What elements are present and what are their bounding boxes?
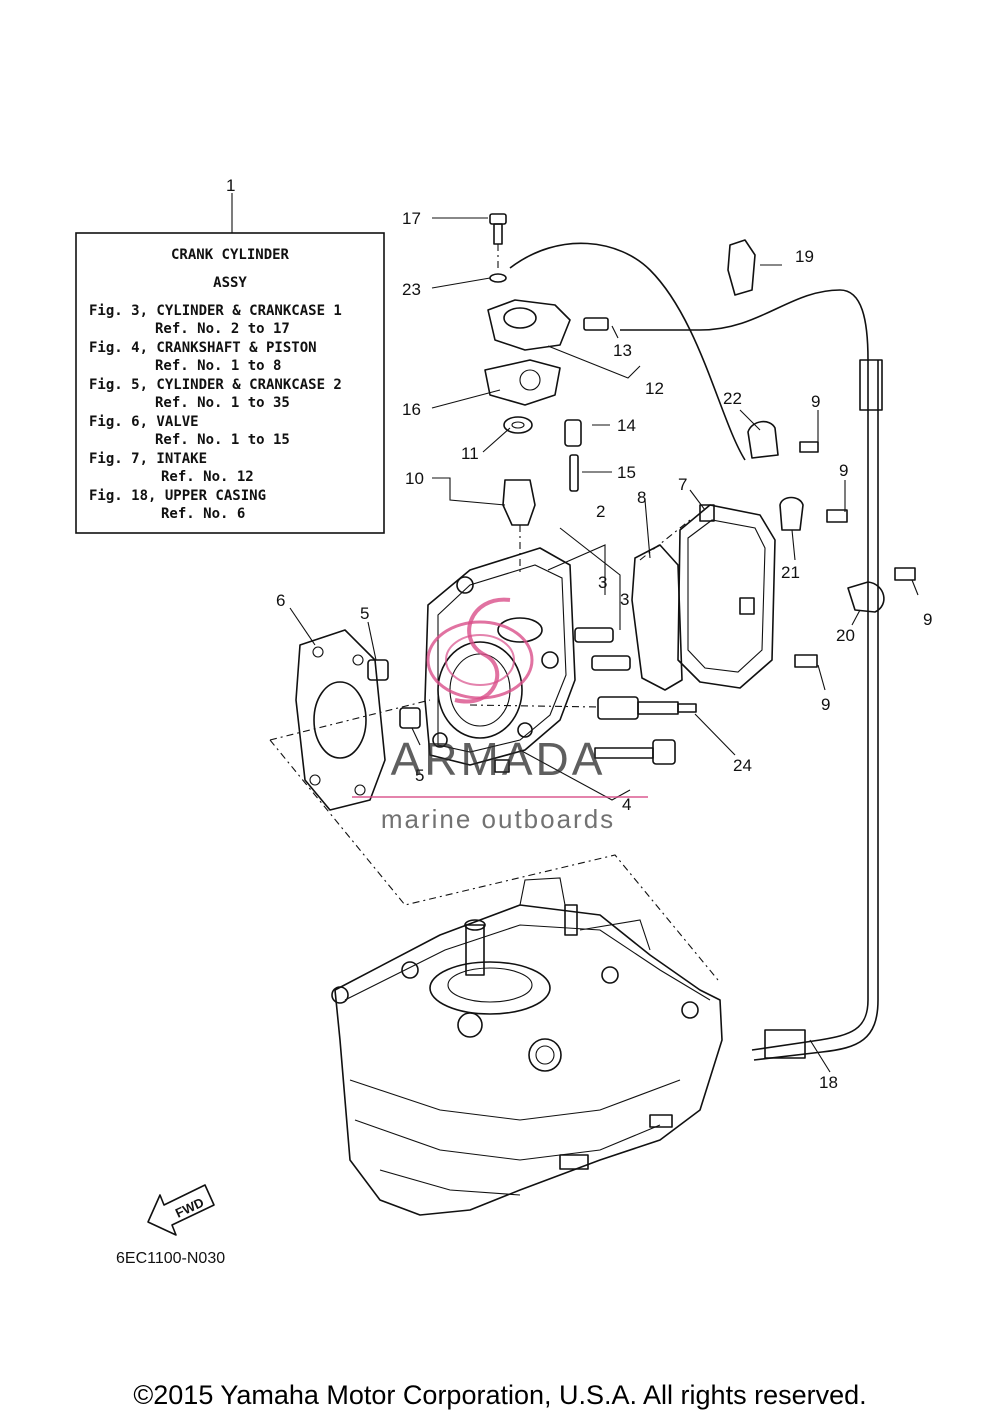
long-bolt-drawing — [594, 739, 676, 765]
callout-19: 19 — [795, 247, 814, 266]
pins-3 — [574, 627, 631, 671]
callout-16: 16 — [402, 400, 421, 419]
callout-9-d: 9 — [821, 695, 830, 714]
info-box-line: Ref. No. 6 — [161, 506, 245, 522]
callout-5-upper: 5 — [360, 604, 369, 623]
head-gasket-drawing — [295, 629, 386, 811]
callout-4: 4 — [622, 795, 631, 814]
cylinder-cover-drawing — [677, 504, 776, 689]
callout-13: 13 — [613, 341, 632, 360]
callout-labels: 1 17 23 13 12 16 14 11 15 10 8 7 2 3 3 6… — [226, 176, 932, 1092]
info-box: CRANK CYLINDER ASSY Fig. 3, CYLINDER & C… — [75, 193, 385, 534]
callout-5-lower: 5 — [415, 766, 424, 785]
copyright-notice: ©2015 Yamaha Motor Corporation, U.S.A. A… — [133, 1380, 867, 1410]
callout-3-lower: 3 — [620, 590, 629, 609]
info-box-line: Fig. 4, CRANKSHAFT & PISTON — [89, 340, 317, 356]
thermostat-group — [484, 213, 609, 575]
callout-14: 14 — [617, 416, 636, 435]
callout-7: 7 — [678, 475, 687, 494]
info-box-line: Fig. 18, UPPER CASING — [89, 488, 266, 504]
callout-9-c: 9 — [923, 610, 932, 629]
callout-22: 22 — [723, 389, 742, 408]
watermark: ARMADA marine outboards — [352, 597, 648, 834]
info-box-line: Fig. 5, CYLINDER & CRANKCASE 2 — [89, 377, 342, 393]
callout-11: 11 — [461, 444, 479, 463]
crankcase-drawing — [331, 877, 723, 1216]
callout-1: 1 — [226, 176, 235, 195]
info-box-subtitle: ASSY — [213, 275, 247, 291]
callout-3-upper: 3 — [598, 573, 607, 592]
callout-9-a: 9 — [811, 392, 820, 411]
callout-6: 6 — [276, 591, 285, 610]
callout-9-b: 9 — [839, 461, 848, 480]
callout-10: 10 — [405, 469, 424, 488]
hose-drawing — [509, 242, 883, 1061]
callout-8: 8 — [637, 488, 646, 507]
cover-gasket-drawing — [631, 544, 683, 691]
fwd-arrow: FWD — [147, 1184, 215, 1236]
callout-2: 2 — [596, 502, 605, 521]
alignment-lines — [269, 519, 719, 981]
info-box-line: Ref. No. 1 to 8 — [155, 358, 281, 374]
info-box-title: CRANK CYLINDER — [171, 247, 290, 263]
callout-24: 24 — [733, 756, 752, 775]
callout-18: 18 — [819, 1073, 838, 1092]
info-box-line: Ref. No. 2 to 17 — [155, 321, 290, 337]
info-box-line: Fig. 7, INTAKE — [89, 451, 207, 467]
info-box-line: Fig. 6, VALVE — [89, 414, 199, 430]
callout-23: 23 — [402, 280, 421, 299]
info-box-line: Ref. No. 1 to 15 — [155, 432, 290, 448]
callout-21: 21 — [781, 563, 800, 582]
clips-drawing — [727, 239, 916, 668]
spark-plug-drawing — [469, 696, 697, 720]
callout-12: 12 — [645, 379, 664, 398]
drawing-code: 6EC1100-N030 — [116, 1250, 225, 1267]
watermark-tagline: marine outboards — [381, 804, 615, 834]
info-box-line: Ref. No. 1 to 35 — [155, 395, 290, 411]
info-box-line: Ref. No. 12 — [161, 469, 254, 485]
watermark-brand: ARMADA — [391, 733, 606, 785]
callout-20: 20 — [836, 626, 855, 645]
callout-17: 17 — [402, 209, 421, 228]
callout-15: 15 — [617, 463, 636, 482]
info-box-line: Fig. 3, CYLINDER & CRANKCASE 1 — [89, 303, 342, 319]
dowel-pins — [367, 659, 421, 729]
leader-lines — [289, 217, 919, 1073]
watermark-logo-mark — [426, 597, 534, 704]
